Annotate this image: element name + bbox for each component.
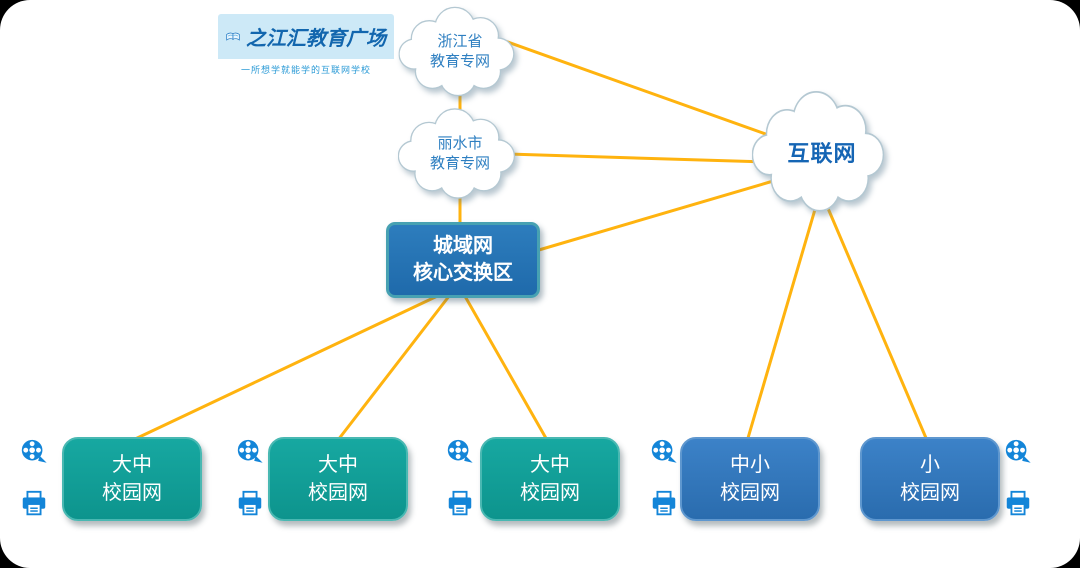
campus-3-icons [442,437,478,519]
logo-subtitle: 一所想学就能学的互联网学校 [218,59,394,80]
book-logo-icon [226,22,240,51]
campus-2-icons [232,437,268,519]
node-city-cloud: 丽水市 教育专网 [398,106,522,202]
campus-1-line2: 校园网 [102,482,162,504]
printer-icon [1003,489,1033,519]
node-internet-cloud: 互联网 [752,90,892,214]
printer-icon [445,489,475,519]
edge-internet-campus5 [825,204,928,440]
node-campus-5: 小 校园网 [860,437,1000,521]
film-reel-icon [235,437,265,467]
edge-core-campus2 [336,289,455,442]
campus-3-line2: 校园网 [520,482,580,504]
core-switch-line2: 核心交换区 [413,262,513,284]
campus-3-line1: 大中 [530,454,570,476]
edge-province-internet [500,38,790,144]
edge-core-campus3 [460,289,549,442]
printer-icon [235,489,265,519]
logo-title: 之江汇教育广场 [246,28,386,50]
film-reel-icon [445,437,475,467]
printer-icon [649,489,679,519]
province-cloud-line2: 教育专网 [429,53,490,70]
province-cloud-line1: 浙江省 [437,32,483,50]
core-switch-line1: 城域网 [433,235,493,257]
node-campus-3: 大中 校园网 [480,437,620,521]
campus-4-line1: 中小 [730,454,770,476]
campus-4-icons [646,437,682,519]
edge-core-internet [530,177,782,254]
campus-5-line2: 校园网 [900,482,960,504]
campus-5-line1: 小 [920,454,940,476]
campus-1-line1: 大中 [112,454,152,476]
logo: 之江汇教育广场 一所想学就能学的互联网学校 [218,14,394,80]
city-cloud-label: 丽水市 教育专网 [430,134,490,175]
edge-city-internet [504,152,770,164]
node-province-cloud: 浙江省 教育专网 [396,6,524,98]
city-cloud-line2: 教育专网 [429,155,490,172]
node-campus-4: 中小 校园网 [680,437,820,521]
edge-internet-campus4 [746,204,818,440]
campus-2-line2: 校园网 [308,482,368,504]
city-cloud-line1: 丽水市 [437,134,483,152]
campus-4-line2: 校园网 [720,482,780,504]
printer-icon [19,489,49,519]
node-campus-1: 大中 校园网 [62,437,202,521]
campus-1-icons [16,437,52,519]
node-core-switch: 城域网 核心交换区 [386,222,540,298]
province-cloud-label: 浙江省 教育专网 [430,32,490,73]
campus-5-icons [1000,437,1036,519]
film-reel-icon [1003,437,1033,467]
campus-2-line1: 大中 [318,454,358,476]
film-reel-icon [649,437,679,467]
logo-banner: 之江汇教育广场 [218,14,394,59]
film-reel-icon [19,437,49,467]
edge-core-campus1 [131,289,450,442]
internet-cloud-label: 互联网 [787,141,857,166]
node-campus-2: 大中 校园网 [268,437,408,521]
